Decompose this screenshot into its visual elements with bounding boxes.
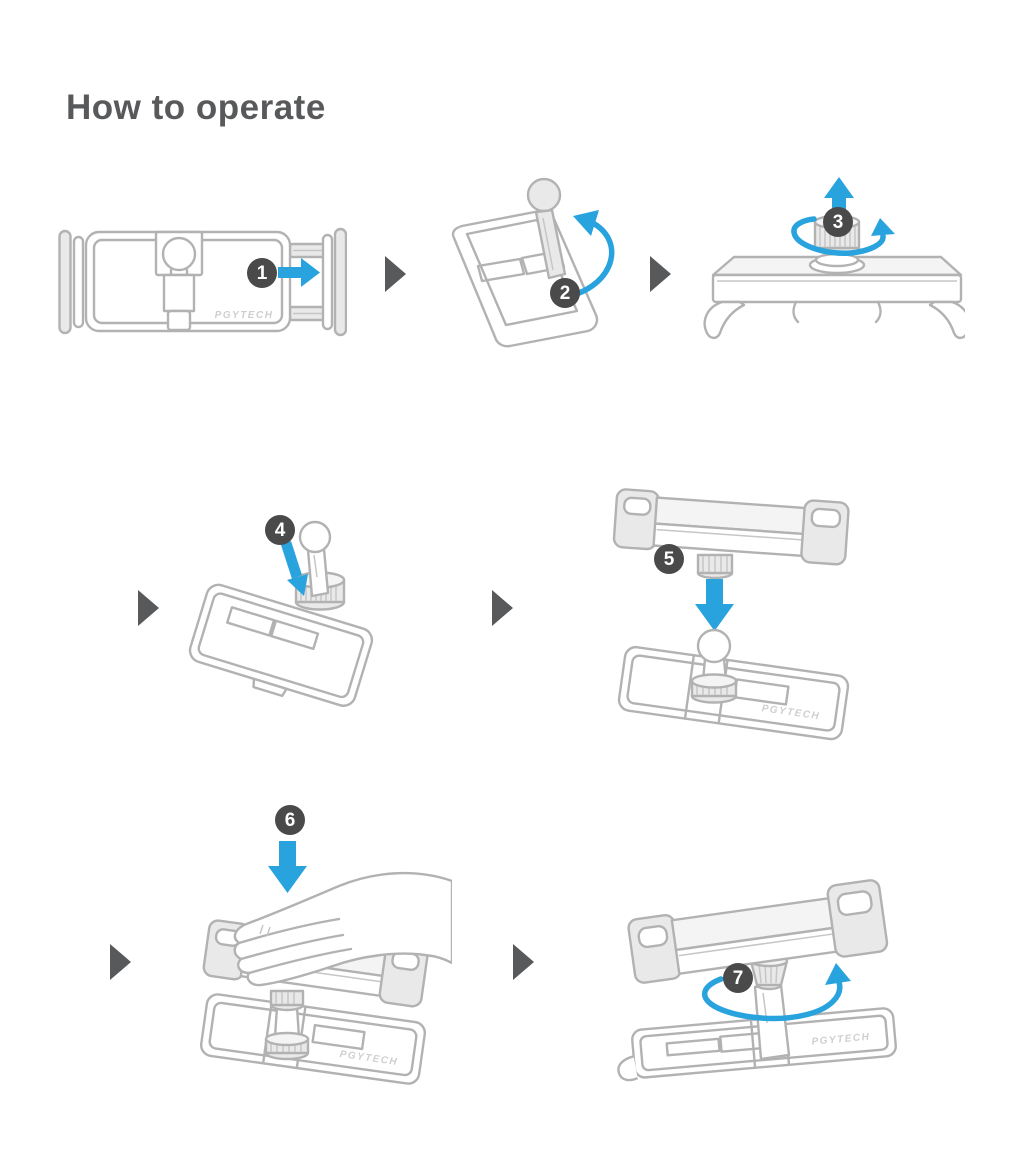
step-2: 2	[433, 172, 640, 353]
step-number-badge: 7	[723, 963, 753, 993]
step-1: PGYTECH 1	[57, 215, 348, 355]
step-number-badge: 4	[265, 515, 295, 545]
next-step-arrow-icon	[650, 256, 671, 292]
arrow-rotate-up-icon	[567, 210, 615, 299]
next-step-arrow-icon	[513, 944, 534, 980]
step-6: PGYTECH	[175, 795, 454, 1107]
attach-holder-drawing: PGYTECH	[612, 488, 850, 741]
arrow-down-icon	[695, 579, 734, 631]
brand-logo: PGYTECH	[811, 1032, 871, 1048]
phone-clamp-front-drawing: PGYTECH	[58, 227, 348, 337]
arrow-rotate-icon	[701, 963, 851, 1022]
step-number-badge: 3	[823, 207, 853, 237]
arrow-rotate-icon	[791, 216, 895, 257]
arrow-down-icon	[268, 841, 307, 893]
next-step-arrow-icon	[110, 944, 131, 980]
step-4: 4	[165, 495, 410, 715]
next-step-arrow-icon	[138, 590, 159, 626]
step-5: PGYTECH 5	[593, 483, 880, 752]
press-down-drawing: PGYTECH	[199, 841, 454, 1085]
place-knob-drawing	[188, 520, 374, 707]
unscrew-knob-drawing	[703, 177, 971, 340]
brand-logo: PGYTECH	[215, 310, 274, 321]
arrow-right-icon	[278, 258, 320, 287]
step-number-badge: 5	[654, 544, 684, 574]
arrow-down-icon	[281, 541, 308, 596]
step-number-badge: 6	[275, 805, 305, 835]
rotate-adjust-drawing: PGYTECH	[617, 879, 897, 1082]
hand-illustration	[233, 871, 454, 987]
next-step-arrow-icon	[492, 590, 513, 626]
step-3: 3	[700, 172, 971, 355]
step-number-badge: 1	[247, 258, 277, 288]
page-title: How to operate	[66, 88, 326, 127]
flip-arm-drawing	[451, 177, 615, 348]
step-number-badge: 2	[550, 278, 580, 308]
next-step-arrow-icon	[385, 256, 406, 292]
step-7: PGYTECH 7	[603, 863, 910, 1115]
